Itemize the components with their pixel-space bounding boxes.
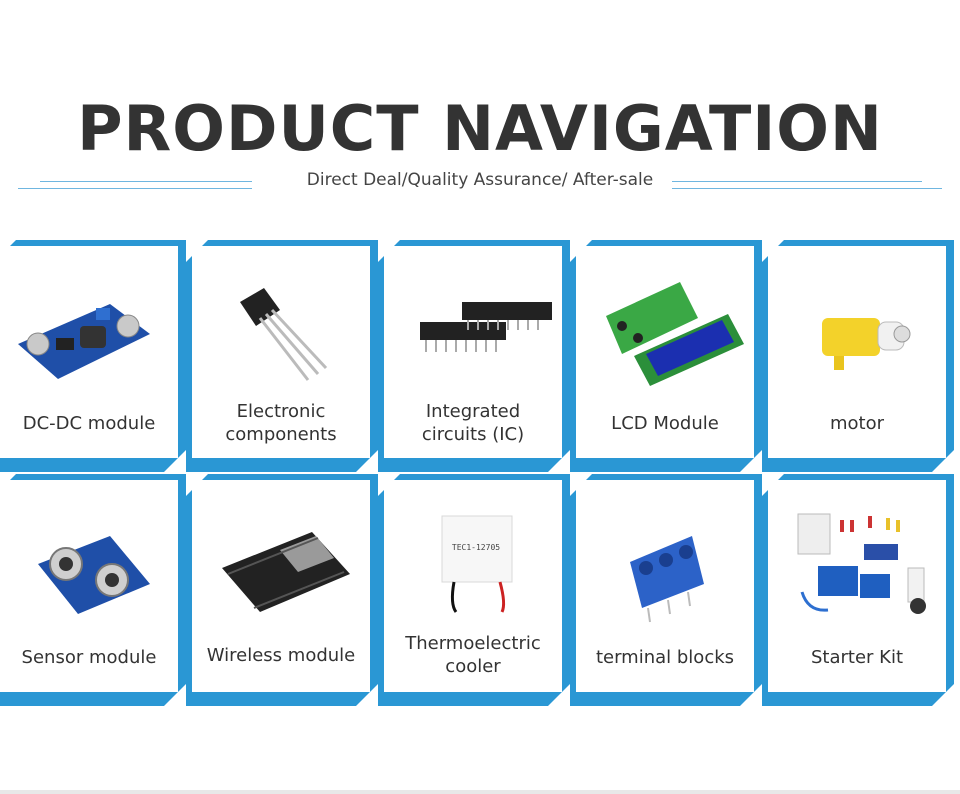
category-card-wireless-module[interactable]: Wireless module [186, 474, 378, 706]
footer-divider [0, 790, 960, 794]
ultrasonic-sensor-icon [0, 508, 178, 628]
category-label: Thermoelectric cooler [405, 633, 541, 677]
category-card-integrated-circuits[interactable]: Integrated circuits (IC) [378, 240, 570, 472]
starter-kit-icon [768, 492, 946, 632]
category-card-terminal-blocks[interactable]: terminal blocks [570, 474, 762, 706]
right-divider-upper [672, 181, 922, 182]
category-card-dc-dc[interactable]: DC-DC module [0, 240, 186, 472]
wireless-board-icon [192, 508, 370, 628]
page-subtitle: Direct Deal/Quality Assurance/ After-sal… [306, 170, 654, 190]
category-label: Electronic components [225, 401, 337, 445]
category-label: Integrated circuits (IC) [421, 401, 525, 445]
lcd-module-icon [576, 274, 754, 394]
category-card-lcd-module[interactable]: LCD Module [570, 240, 762, 472]
left-divider [18, 188, 252, 189]
right-divider [672, 188, 942, 189]
category-card-sensor-module[interactable]: Sensor module [0, 474, 186, 706]
category-label: Starter Kit [810, 647, 904, 668]
transistor-icon [192, 274, 370, 394]
category-label: Sensor module [21, 647, 157, 668]
terminal-block-icon [576, 508, 754, 628]
ic-chip-icon [384, 274, 562, 394]
left-divider-upper [40, 181, 252, 182]
category-label: DC-DC module [22, 413, 156, 434]
dc-dc-module-icon [0, 274, 178, 394]
category-label: terminal blocks [595, 647, 735, 668]
category-card-electronic-components[interactable]: Electronic components [186, 240, 378, 472]
peltier-icon: TEC1-12705 [384, 508, 562, 628]
category-label: motor [829, 413, 885, 434]
page-title: PRODUCT NAVIGATION [77, 92, 883, 165]
category-card-thermoelectric-cooler[interactable]: TEC1-12705 Thermoelectric cooler [378, 474, 570, 706]
category-card-starter-kit[interactable]: Starter Kit [762, 474, 954, 706]
gear-motor-icon [768, 274, 946, 394]
subtitle-row: Direct Deal/Quality Assurance/ After-sal… [0, 168, 960, 198]
peltier-chip-text: TEC1-12705 [452, 543, 500, 552]
category-label: Wireless module [206, 645, 356, 666]
category-label: LCD Module [611, 413, 719, 434]
category-card-motor[interactable]: motor [762, 240, 954, 472]
